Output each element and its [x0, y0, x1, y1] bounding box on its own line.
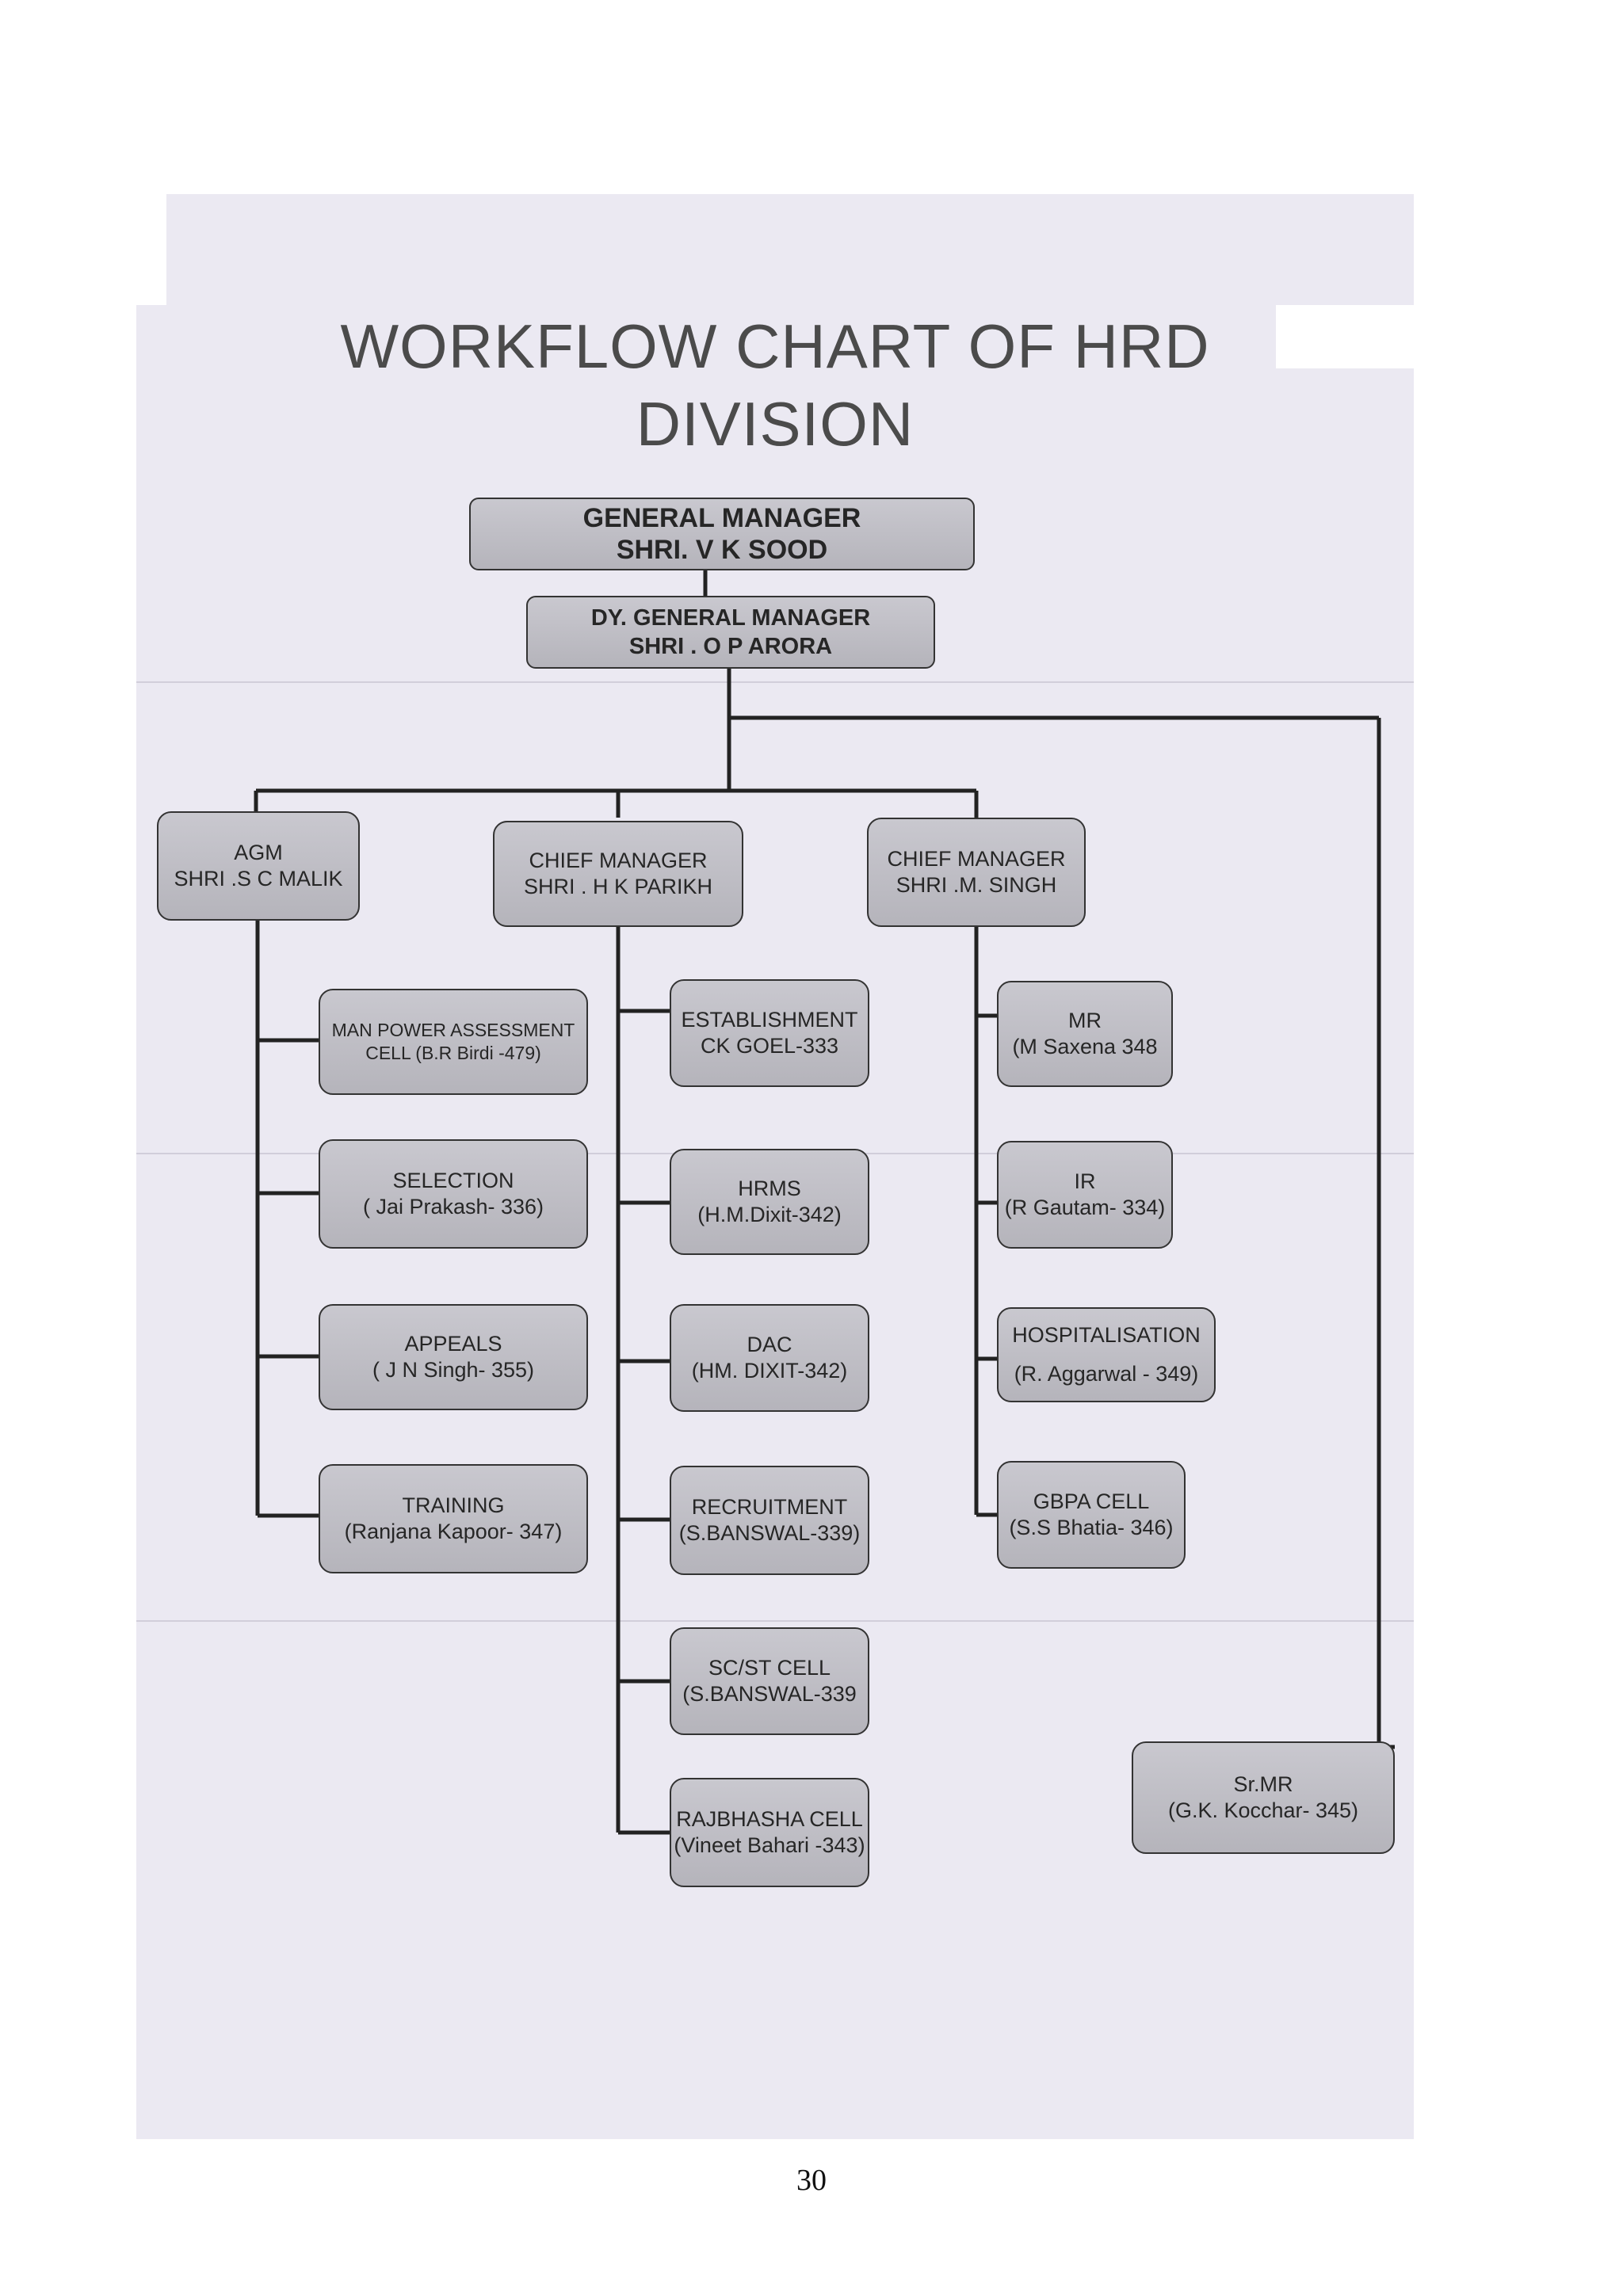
paper-crease — [136, 681, 1414, 683]
ir-box: IR (R Gautam- 334) — [997, 1141, 1173, 1249]
chief-manager-singh-title: CHIEF MANAGER — [887, 847, 1066, 871]
agm-box: AGM SHRI .S C MALIK — [157, 811, 360, 921]
unit-title: IR — [1074, 1169, 1096, 1193]
sc-st-cell-box: SC/ST CELL (S.BANSWAL-339 — [670, 1627, 869, 1735]
dy-general-manager-name: SHRI . O P ARORA — [628, 634, 833, 659]
unit-title: ESTABLISHMENT — [681, 1008, 858, 1032]
unit-contact: (S.BANSWAL-339) — [678, 1521, 861, 1545]
hrms-box: HRMS (H.M.Dixit-342) — [670, 1149, 869, 1255]
unit-title: GBPA CELL — [1033, 1489, 1150, 1513]
agm-name: SHRI .S C MALIK — [174, 867, 343, 891]
paper-crease — [136, 1620, 1414, 1622]
training-box: TRAINING (Ranjana Kapoor- 347) — [319, 1464, 588, 1573]
unit-contact: (G.K. Kocchar- 345) — [1167, 1798, 1359, 1822]
unit-title: MR — [1068, 1009, 1102, 1032]
chief-manager-parikh-box: CHIEF MANAGER SHRI . H K PARIKH — [493, 821, 743, 927]
scan-edge — [136, 194, 166, 305]
gbpa-cell-box: GBPA CELL (S.S Bhatia- 346) — [997, 1461, 1186, 1569]
unit-contact: (Ranjana Kapoor- 347) — [344, 1520, 563, 1543]
unit-contact: (S.S Bhatia- 346) — [1009, 1516, 1174, 1539]
chief-manager-parikh-title: CHIEF MANAGER — [529, 849, 708, 872]
dac-box: DAC (HM. DIXIT-342) — [670, 1304, 869, 1412]
unit-contact: (S.BANSWAL-339 — [682, 1682, 857, 1706]
chart-title-line2: DIVISION — [636, 389, 915, 459]
dy-general-manager-box: DY. GENERAL MANAGER SHRI . O P ARORA — [526, 596, 935, 669]
unit-title: DAC — [747, 1333, 792, 1356]
unit-contact: CELL (B.R Birdi -479) — [365, 1043, 541, 1063]
sr-mr-box: Sr.MR (G.K. Kocchar- 345) — [1132, 1741, 1395, 1854]
dy-general-manager-title: DY. GENERAL MANAGER — [590, 605, 871, 631]
appeals-box: APPEALS ( J N Singh- 355) — [319, 1304, 588, 1410]
rajbhasha-cell-box: RAJBHASHA CELL (Vineet Bahari -343) — [670, 1778, 869, 1887]
unit-contact: (Vineet Bahari -343) — [674, 1833, 865, 1857]
unit-title: SELECTION — [392, 1169, 514, 1192]
unit-contact: (M Saxena 348 — [1012, 1035, 1158, 1058]
unit-contact: (HM. DIXIT-342) — [691, 1359, 848, 1383]
scan-edge — [1276, 305, 1415, 368]
unit-contact: CK GOEL-333 — [700, 1034, 839, 1058]
unit-title: RAJBHASHA CELL — [676, 1807, 863, 1831]
general-manager-box: GENERAL MANAGER SHRI. V K SOOD — [469, 498, 975, 570]
unit-title: TRAINING — [402, 1493, 505, 1517]
establishment-box: ESTABLISHMENT CK GOEL-333 — [670, 979, 869, 1087]
chief-manager-singh-box: CHIEF MANAGER SHRI .M. SINGH — [867, 818, 1086, 927]
general-manager-title: GENERAL MANAGER — [582, 503, 861, 533]
recruitment-box: RECRUITMENT (S.BANSWAL-339) — [670, 1466, 869, 1575]
general-manager-name: SHRI. V K SOOD — [616, 535, 828, 565]
unit-title: APPEALS — [404, 1332, 502, 1356]
mr-box: MR (M Saxena 348 — [997, 981, 1173, 1087]
unit-contact: (H.M.Dixit-342) — [697, 1203, 842, 1226]
unit-contact: ( Jai Prakash- 336) — [362, 1195, 544, 1219]
unit-contact: (R. Aggarwal - 349) — [1014, 1362, 1199, 1386]
unit-title: MAN POWER ASSESSMENT — [331, 1020, 575, 1040]
agm-title: AGM — [234, 841, 283, 864]
unit-title: RECRUITMENT — [691, 1495, 848, 1519]
unit-title: Sr.MR — [1233, 1772, 1293, 1796]
unit-title: SC/ST CELL — [708, 1656, 831, 1680]
selection-box: SELECTION ( Jai Prakash- 336) — [319, 1139, 588, 1249]
unit-title: HOSPITALISATION — [1012, 1323, 1201, 1347]
page-number: 30 — [796, 2164, 827, 2197]
hospitalisation-box: HOSPITALISATION (R. Aggarwal - 349) — [997, 1307, 1216, 1402]
unit-contact: ( J N Singh- 355) — [372, 1358, 535, 1382]
chart-title-line1: WORKFLOW CHART OF HRD — [340, 311, 1210, 381]
unit-title: HRMS — [738, 1177, 801, 1200]
man-power-assessment-cell-box: MAN POWER ASSESSMENT CELL (B.R Birdi -47… — [319, 989, 588, 1095]
unit-contact: (R Gautam- 334) — [1004, 1196, 1166, 1219]
chief-manager-singh-name: SHRI .M. SINGH — [896, 873, 1057, 897]
chief-manager-parikh-name: SHRI . H K PARIKH — [523, 875, 713, 898]
